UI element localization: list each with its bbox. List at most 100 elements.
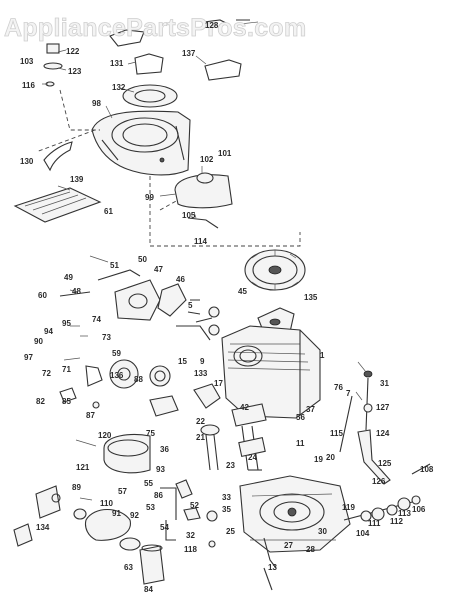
- part-blower-housing: [91, 84, 191, 176]
- callout-136: 136: [110, 371, 124, 380]
- callout-116: 116: [22, 81, 35, 90]
- callout-45: 45: [238, 287, 247, 296]
- callout-112: 112: [390, 517, 403, 526]
- part-muffler: [174, 172, 233, 229]
- part-drive-shaft: [343, 463, 431, 522]
- callout-89: 89: [72, 483, 81, 492]
- callout-labels: 128 122 103 123 116 131 137 132 98 130 1…: [20, 21, 434, 594]
- callout-125: 125: [378, 459, 392, 468]
- callout-7: 7: [346, 389, 351, 398]
- callout-118: 118: [184, 545, 197, 554]
- part-governor: [59, 359, 221, 417]
- callout-48: 48: [72, 287, 81, 296]
- callout-21: 21: [196, 433, 205, 442]
- callout-9: 9: [200, 357, 205, 366]
- part-carb-plate: [59, 269, 187, 321]
- callout-131: 131: [110, 59, 124, 68]
- callout-108: 108: [420, 465, 434, 474]
- callout-50: 50: [138, 255, 147, 264]
- callout-47: 47: [154, 265, 163, 274]
- part-crankshaft: [200, 403, 267, 471]
- callout-95: 95: [62, 319, 71, 328]
- callout-61: 61: [104, 207, 113, 216]
- callout-28: 28: [306, 545, 315, 554]
- callout-124: 124: [376, 429, 390, 438]
- callout-60: 60: [38, 291, 47, 300]
- callout-139: 139: [70, 175, 84, 184]
- part-oil-sump: [239, 475, 351, 553]
- part-baffles: [13, 141, 102, 223]
- callout-36: 36: [160, 445, 169, 454]
- callout-32: 32: [186, 531, 195, 540]
- part-flywheel: [244, 249, 306, 291]
- callout-126: 126: [372, 477, 386, 486]
- callout-115: 115: [330, 429, 343, 438]
- part-air-filter: [13, 433, 165, 585]
- callout-113: 113: [398, 509, 411, 518]
- callout-75: 75: [146, 429, 155, 438]
- callout-128: 128: [205, 21, 219, 30]
- callout-54: 54: [160, 523, 169, 532]
- callout-82: 82: [36, 397, 45, 406]
- callout-122: 122: [66, 47, 80, 56]
- part-dipstick: [339, 370, 391, 485]
- callout-119: 119: [342, 503, 355, 512]
- callout-102: 102: [200, 155, 214, 164]
- callout-134: 134: [36, 523, 50, 532]
- callout-123: 123: [68, 67, 82, 76]
- callout-1: 1: [320, 351, 325, 360]
- callout-88: 88: [134, 375, 143, 384]
- callout-20: 20: [326, 453, 335, 462]
- callout-98: 98: [92, 99, 101, 108]
- callout-133: 133: [194, 369, 208, 378]
- callout-101: 101: [218, 149, 232, 158]
- callout-104: 104: [356, 529, 370, 538]
- callout-59: 59: [112, 349, 121, 358]
- callout-11: 11: [296, 439, 305, 448]
- callout-91: 91: [112, 509, 121, 518]
- callout-5: 5: [188, 301, 193, 310]
- callout-97: 97: [24, 353, 33, 362]
- callout-127: 127: [376, 403, 390, 412]
- callout-15: 15: [178, 357, 187, 366]
- callout-86: 86: [154, 491, 163, 500]
- callout-71: 71: [62, 365, 71, 374]
- callout-110: 110: [100, 499, 113, 508]
- callout-74: 74: [92, 315, 101, 324]
- part-valves: [176, 299, 220, 341]
- callout-23: 23: [226, 461, 235, 470]
- callout-120: 120: [98, 431, 112, 440]
- callout-137: 137: [182, 49, 196, 58]
- callout-31: 31: [380, 379, 389, 388]
- callout-52: 52: [190, 501, 199, 510]
- callout-87: 87: [86, 411, 95, 420]
- callout-106: 106: [412, 505, 426, 514]
- callout-73: 73: [102, 333, 111, 342]
- callout-17: 17: [214, 379, 223, 388]
- callout-135: 135: [304, 293, 318, 302]
- leader-lines: [35, 89, 301, 247]
- callout-42: 42: [240, 403, 249, 412]
- callout-46: 46: [176, 275, 185, 284]
- parts-drawing: [13, 19, 431, 591]
- callout-103: 103: [20, 57, 34, 66]
- callout-22: 22: [196, 417, 205, 426]
- callout-99: 99: [145, 193, 154, 202]
- callout-121: 121: [76, 463, 90, 472]
- callout-leaders: [42, 21, 367, 501]
- callout-56: 56: [296, 413, 305, 422]
- callout-57: 57: [118, 487, 127, 496]
- callout-130: 130: [20, 157, 34, 166]
- callout-93: 93: [156, 465, 165, 474]
- callout-13: 13: [268, 563, 277, 572]
- callout-49: 49: [64, 273, 73, 282]
- callout-85: 85: [62, 397, 71, 406]
- callout-55: 55: [144, 479, 153, 488]
- callout-51: 51: [110, 261, 119, 270]
- callout-63: 63: [124, 563, 133, 572]
- callout-111: 111: [368, 519, 381, 528]
- callout-27: 27: [284, 541, 293, 550]
- callout-19: 19: [314, 455, 323, 464]
